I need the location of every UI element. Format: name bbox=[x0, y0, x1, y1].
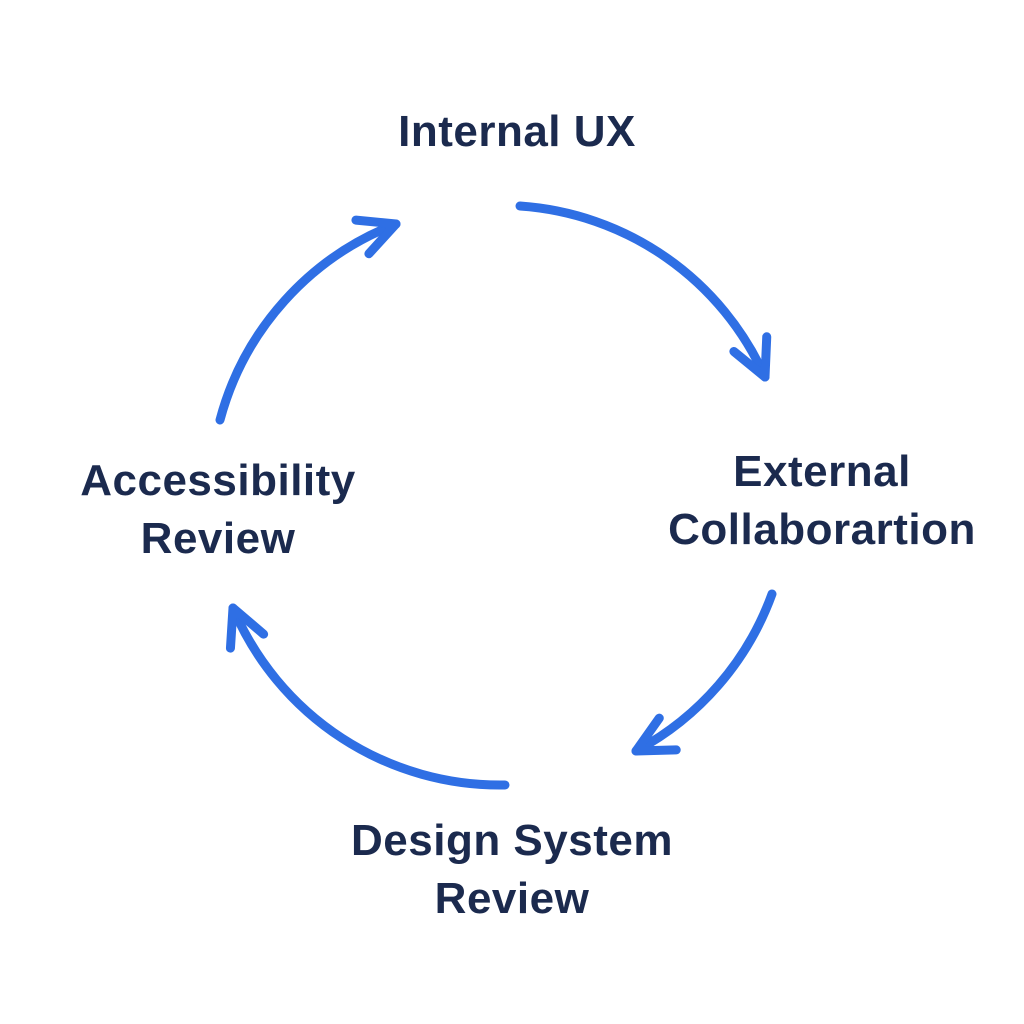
arrow-right-to-bottom bbox=[631, 589, 777, 756]
arrow-bottom-to-left bbox=[225, 603, 510, 790]
node-label-line: Collaborartion bbox=[668, 505, 976, 555]
node-label-line: Accessibility bbox=[80, 456, 356, 505]
node-label-line: Design System bbox=[351, 816, 673, 865]
arrow-left-to-top bbox=[215, 215, 401, 425]
arrow-top-to-right bbox=[515, 201, 772, 382]
node-label-line: Review bbox=[434, 874, 590, 924]
node-label-line: External bbox=[733, 447, 911, 496]
node-label-line: Internal UX bbox=[398, 107, 636, 156]
node-accessibility-review: Accessibility Review bbox=[80, 452, 356, 568]
node-design-system-review: Design System Review bbox=[351, 812, 673, 928]
node-label-line: Review bbox=[140, 514, 296, 564]
node-external-collaborartion: External Collaborartion bbox=[668, 443, 976, 559]
node-internal-ux: Internal UX bbox=[398, 103, 636, 161]
